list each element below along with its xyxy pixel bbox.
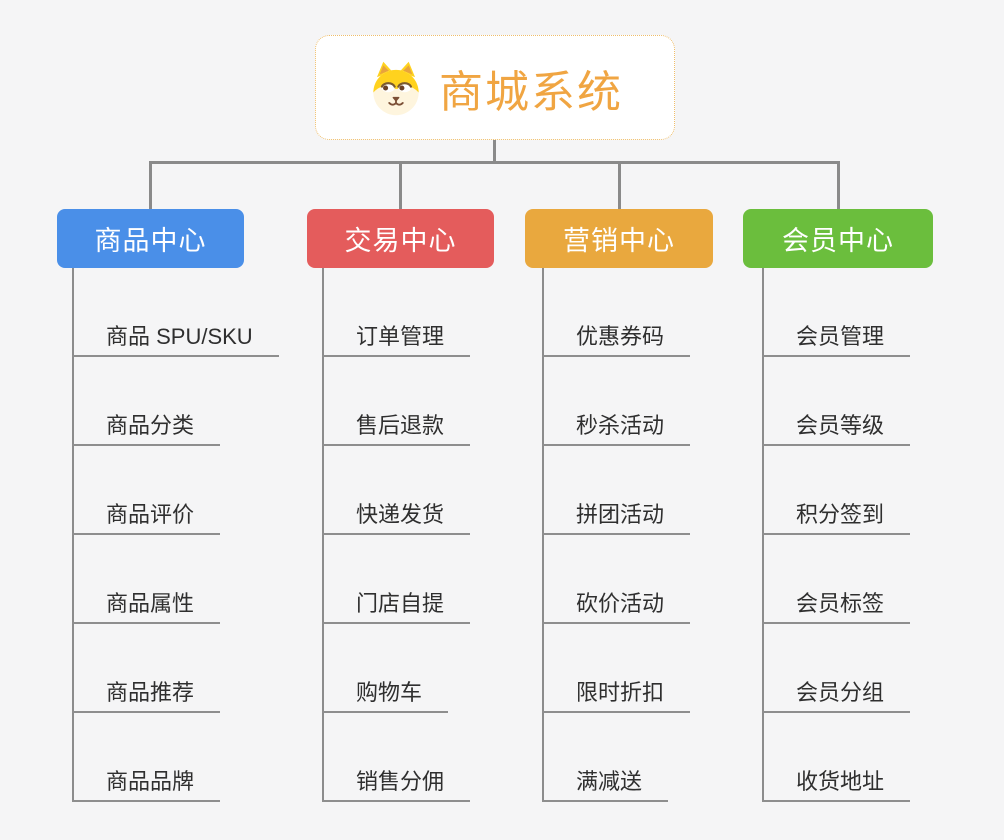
branch-node-product-center[interactable]: 商品中心 (57, 209, 244, 268)
topic-node-member-center-3[interactable]: 积分签到 (762, 500, 911, 535)
topic-node-member-center-4[interactable]: 会员标签 (762, 589, 911, 624)
topic-node-product-center-4[interactable]: 商品属性 (72, 589, 221, 624)
connector-column-line-marketing-center (542, 268, 544, 802)
topic-node-marketing-center-6[interactable]: 满减送 (542, 767, 669, 802)
topic-node-member-center-5[interactable]: 会员分组 (762, 678, 911, 713)
topic-node-member-center-6[interactable]: 收货地址 (762, 767, 911, 802)
topic-node-marketing-center-3[interactable]: 拼团活动 (542, 500, 691, 535)
branch-node-member-center[interactable]: 会员中心 (743, 209, 933, 268)
connector-root-stub (493, 140, 496, 164)
topic-node-product-center-3[interactable]: 商品评价 (72, 500, 221, 535)
connector-column-line-member-center (762, 268, 764, 802)
root-node-title: 商城系统 (439, 67, 623, 117)
topic-node-product-center-2[interactable]: 商品分类 (72, 411, 221, 446)
topic-node-marketing-center-1[interactable]: 优惠券码 (542, 322, 691, 357)
connector-column-line-product-center (72, 268, 74, 802)
connector-branch-stub (618, 161, 621, 209)
topic-node-member-center-2[interactable]: 会员等级 (762, 411, 911, 446)
topic-node-trade-center-4[interactable]: 门店自提 (322, 589, 471, 624)
topic-node-trade-center-6[interactable]: 销售分佣 (322, 767, 471, 802)
topic-node-trade-center-2[interactable]: 售后退款 (322, 411, 471, 446)
root-node[interactable]: 商城系统 (315, 35, 675, 140)
branch-node-trade-center[interactable]: 交易中心 (307, 209, 494, 268)
connector-branch-stub (837, 161, 840, 209)
connector-branch-stub (399, 161, 402, 209)
topic-node-member-center-1[interactable]: 会员管理 (762, 322, 911, 357)
connector-branch-stub (149, 161, 152, 209)
connector-column-line-trade-center (322, 268, 324, 802)
topic-node-trade-center-5[interactable]: 购物车 (322, 678, 449, 713)
topic-node-product-center-1[interactable]: 商品 SPU/SKU (72, 322, 279, 357)
dog-icon (367, 59, 425, 117)
topic-node-product-center-5[interactable]: 商品推荐 (72, 678, 221, 713)
topic-node-product-center-6[interactable]: 商品品牌 (72, 767, 221, 802)
connector-rail (149, 161, 840, 164)
topic-node-trade-center-3[interactable]: 快递发货 (322, 500, 471, 535)
topic-node-marketing-center-4[interactable]: 砍价活动 (542, 589, 691, 624)
topic-node-marketing-center-2[interactable]: 秒杀活动 (542, 411, 691, 446)
topic-node-trade-center-1[interactable]: 订单管理 (322, 322, 471, 357)
branch-node-marketing-center[interactable]: 营销中心 (525, 209, 713, 268)
topic-node-marketing-center-5[interactable]: 限时折扣 (542, 678, 691, 713)
